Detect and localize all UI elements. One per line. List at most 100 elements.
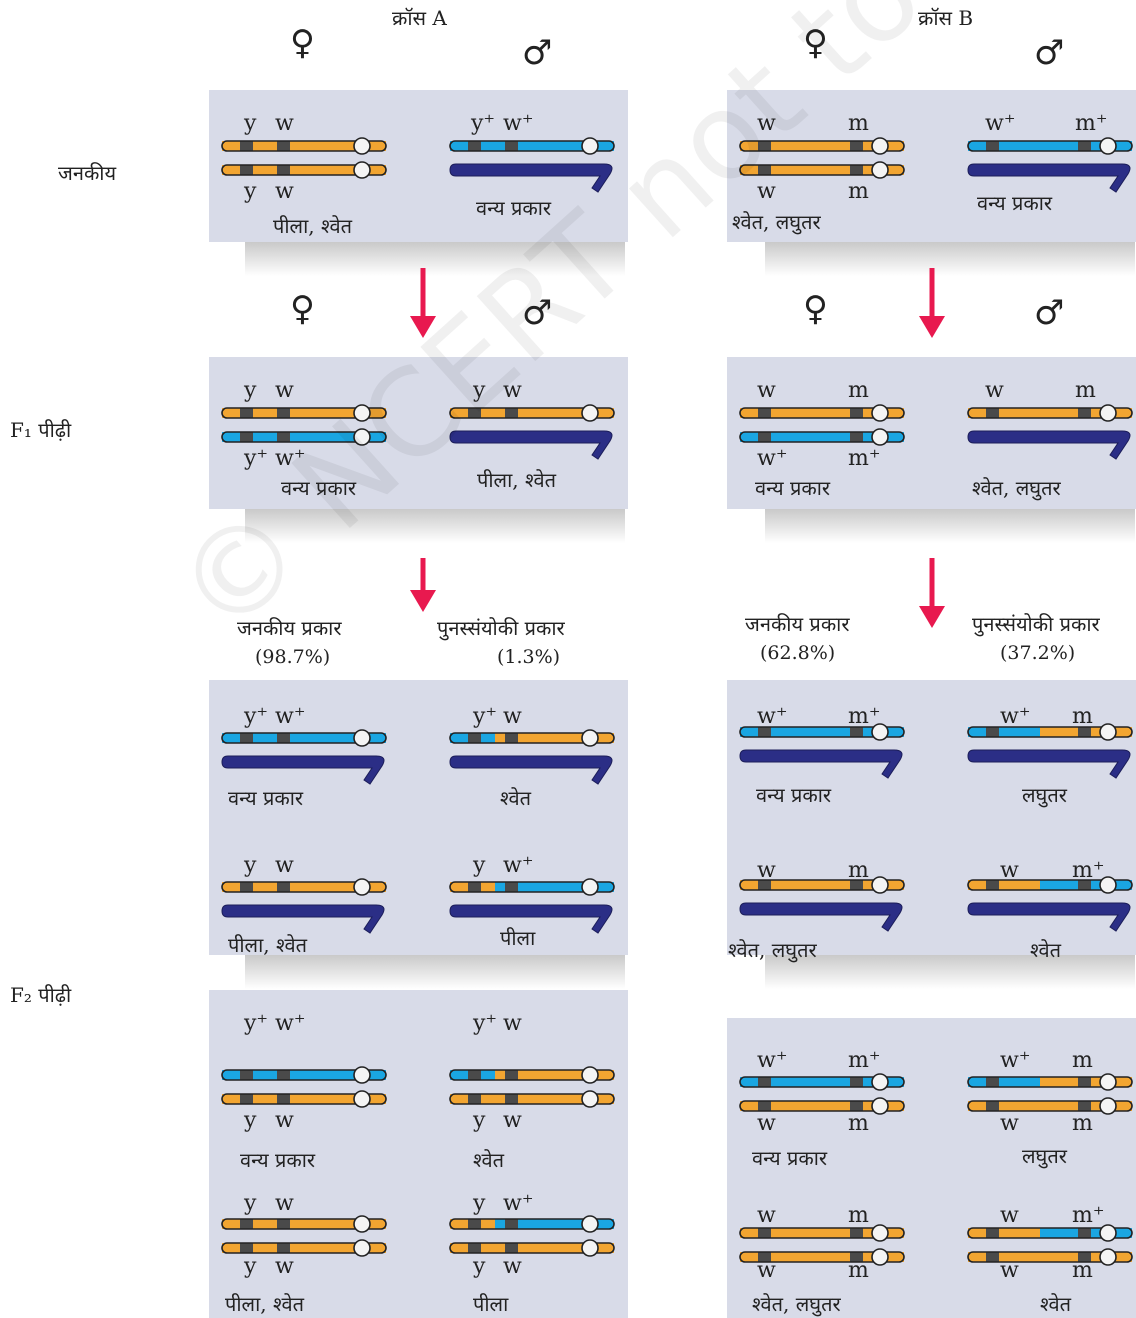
gene-locus-band — [505, 408, 518, 418]
gene-locus-band — [277, 882, 290, 892]
gene-locus-band — [468, 141, 481, 151]
centromere — [581, 1090, 599, 1108]
chromosome-segment — [222, 733, 386, 743]
chromosome-segment — [222, 1070, 386, 1080]
gene-locus-band — [758, 165, 771, 175]
gene-locus-band — [468, 882, 481, 892]
gene-label: y — [473, 1254, 486, 1279]
phenotype-label: वन्य प्रकार — [281, 476, 357, 500]
chromosome-outline — [739, 431, 905, 443]
gene-locus-band — [468, 1070, 481, 1080]
gene-label: w⁺ — [757, 1048, 788, 1073]
gene-label: m — [848, 1111, 869, 1136]
gene-label: m — [1072, 1111, 1093, 1136]
x-chromosome — [739, 404, 905, 422]
chromosome-segment — [222, 141, 386, 151]
chromosome-outline — [449, 1242, 615, 1254]
gene-label: w — [503, 378, 522, 403]
gene-locus-band — [850, 1077, 863, 1087]
gene-label: w⁺ — [503, 1191, 534, 1216]
male-icon: ♂ — [522, 33, 553, 73]
chromosome-segment — [495, 1070, 614, 1080]
female-icon: ♀ — [803, 23, 828, 63]
gene-label: m⁺ — [1072, 1203, 1105, 1228]
centromere — [871, 137, 889, 155]
centromere — [1099, 137, 1117, 155]
chromosome-outline — [967, 407, 1133, 419]
gene-locus-band — [240, 882, 253, 892]
x-chromosome — [221, 1239, 387, 1257]
centromere — [871, 723, 889, 741]
gene-label: m — [1072, 1048, 1093, 1073]
gene-label: w — [503, 1108, 522, 1133]
chromosome-outline — [221, 140, 387, 152]
x-chromosome — [449, 1215, 615, 1233]
f2-female-panel-b — [727, 1018, 1136, 1318]
y-chromosome — [449, 163, 613, 193]
centromere — [871, 876, 889, 894]
y-chromosome — [739, 749, 903, 779]
gene-label: y — [473, 1108, 486, 1133]
chromosome-segment — [740, 727, 904, 737]
gene-label: w — [275, 1254, 294, 1279]
y-chromosome — [221, 755, 385, 785]
gene-label: m — [848, 378, 869, 403]
gene-label: y — [244, 853, 257, 878]
gene-label: m — [848, 111, 869, 136]
chromosome-segment — [222, 882, 386, 892]
chromosome-outline — [449, 1218, 615, 1230]
centromere — [353, 1066, 371, 1084]
chromosome-outline — [739, 1100, 905, 1112]
gene-label: w — [757, 1111, 776, 1136]
phenotype-label: लघुतर — [1022, 1144, 1067, 1168]
gene-label: w — [503, 1254, 522, 1279]
gene-locus-band — [758, 432, 771, 442]
down-arrow-head — [919, 316, 945, 338]
down-arrow-head — [919, 606, 945, 628]
cross-a-title: क्रॉस A — [392, 6, 447, 30]
y-chromosome — [449, 755, 613, 785]
phenotype-label: वन्य प्रकार — [752, 1146, 828, 1170]
gene-label: y⁺ — [473, 1011, 498, 1036]
y-chromosome — [739, 902, 903, 932]
gene-locus-band — [277, 1219, 290, 1229]
chromosome-segment — [222, 432, 386, 442]
chromosome-outline — [221, 1218, 387, 1230]
centromere — [871, 161, 889, 179]
centromere — [353, 1239, 371, 1257]
chromosome-segment — [968, 1101, 1132, 1111]
x-chromosome — [221, 729, 387, 747]
gene-locus-band — [505, 1094, 518, 1104]
chromosome-segment — [495, 733, 614, 743]
gene-locus-band — [468, 408, 481, 418]
gene-locus-band — [1078, 1228, 1091, 1238]
centromere — [581, 729, 599, 747]
gene-label: w — [757, 378, 776, 403]
gene-locus-band — [850, 408, 863, 418]
gene-label: w⁺ — [1000, 1048, 1031, 1073]
x-chromosome — [739, 161, 905, 179]
gene-locus-band — [240, 165, 253, 175]
x-chromosome — [449, 137, 615, 155]
phenotype-label: लघुतर — [1022, 783, 1067, 807]
gene-label: m — [1072, 704, 1093, 729]
chromosome-outline — [739, 726, 905, 738]
chromosome-outline — [967, 726, 1133, 738]
gene-locus-band — [277, 165, 290, 175]
gene-label: w — [275, 1191, 294, 1216]
phenotype-label: पीला, श्वेत — [228, 933, 308, 957]
x-chromosome — [449, 1239, 615, 1257]
phenotype-label: श्वेत — [500, 786, 532, 810]
x-chromosome — [221, 137, 387, 155]
phenotype-label: श्वेत — [473, 1148, 505, 1172]
chromosome-segment — [222, 165, 386, 175]
gene-locus-band — [986, 1252, 999, 1262]
gene-locus-band — [505, 141, 518, 151]
phenotype-label: वन्य प्रकार — [755, 476, 831, 500]
gene-locus-band — [1078, 1101, 1091, 1111]
chromosome-outline — [739, 1076, 905, 1088]
gene-locus-band — [468, 1094, 481, 1104]
centromere — [1099, 723, 1117, 741]
gene-locus-band — [240, 1219, 253, 1229]
